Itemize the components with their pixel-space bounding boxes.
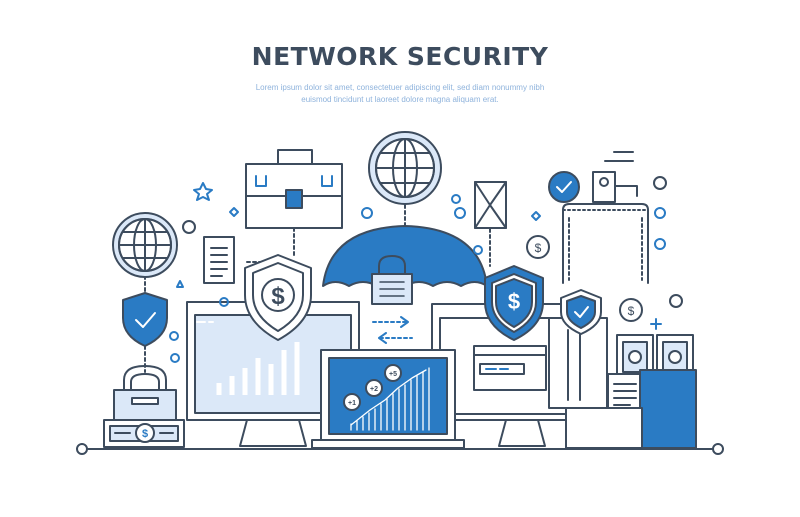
envelope-icon [474,181,507,229]
door-frame [562,203,649,284]
shield-check-icon [122,292,168,347]
padlock-icon [113,365,177,421]
growth-chart-icon [350,367,430,431]
decor-sparkles [176,182,662,330]
shield-dollar-icon [484,265,544,341]
box [565,407,643,449]
coin-icon [619,298,643,322]
dollar-sign: $ [271,283,285,310]
shield-check-icon [560,289,602,335]
coin-box [103,419,185,448]
lines-icon [604,151,634,162]
bar-chart-icon [216,342,300,395]
subtitle-line-1: Lorem ipsum dolor sit amet, consectetuer… [255,83,545,92]
decor-circles [169,176,683,363]
shield-dollar-icon [244,254,312,341]
coin-icon [526,235,550,259]
camera-icon [592,171,638,203]
chart-label: +5 [389,371,397,378]
transfer-arrows-icon [372,316,413,344]
subtitle-line-2: euismod tincidunt ut laoreet dolore magn… [301,95,499,104]
briefcase-icon [245,149,343,229]
dollar-sign: $ [535,241,542,255]
document-icon [203,236,235,284]
chart-label: +1 [348,400,356,407]
dollar-sign: $ [142,428,148,440]
globe-icon [368,131,442,205]
wallet-icon [639,369,697,449]
check-circle-icon [548,171,580,203]
laptop [311,349,465,449]
dollar-sign: $ [508,289,520,314]
globe-icon [112,212,178,278]
page-title: NETWORK SECURITY [251,42,549,71]
ground-end-dot [76,443,88,455]
dollar-sign: $ [628,304,635,318]
padlock-icon [371,255,413,305]
chart-label: +2 [370,386,378,393]
ground-end-dot [712,443,724,455]
umbrella-icon [322,225,488,287]
